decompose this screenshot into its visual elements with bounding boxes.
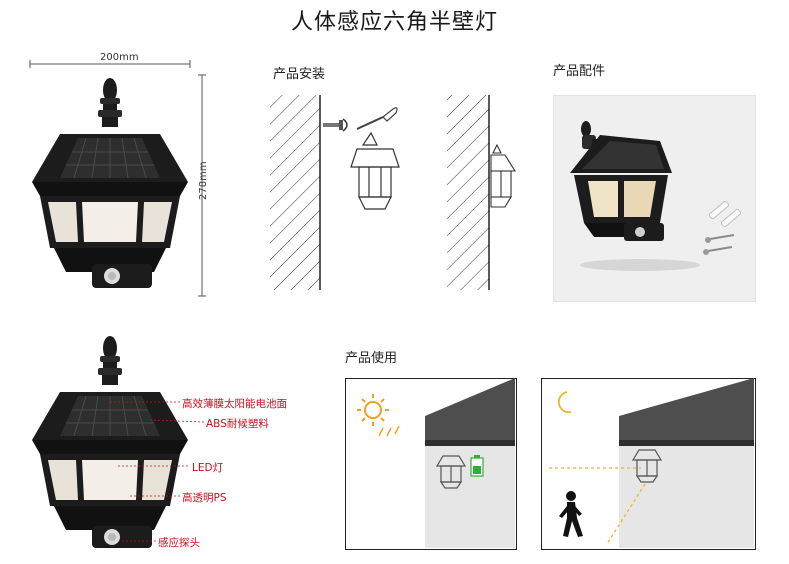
accessories-lamp-image <box>570 121 742 271</box>
callout-abs-plastic: ABS耐候塑料 <box>206 418 269 430</box>
width-dimension-label: 200mm <box>100 52 139 63</box>
wall-plug-icon <box>708 200 742 228</box>
install-section-title: 产品安装 <box>273 67 326 82</box>
screw-icon <box>323 118 348 132</box>
callout-led: LED灯 <box>192 462 224 474</box>
solar-lamp-labeled-image <box>32 336 188 548</box>
solar-lamp-front-image <box>32 78 188 288</box>
usage-section-title: 产品使用 <box>345 351 398 366</box>
battery-icon <box>470 455 484 477</box>
callout-ps-cover: 高透明PS <box>182 492 227 504</box>
accessories-section-title: 产品配件 <box>553 64 606 79</box>
callout-solar-panel: 高效薄膜太阳能电池面 <box>182 398 287 410</box>
usage-day-scene <box>357 378 515 548</box>
moon-icon <box>557 391 572 414</box>
usage-night-scene <box>549 378 754 548</box>
walking-person-icon <box>559 491 583 537</box>
page-title: 人体感应六角半壁灯 <box>290 10 498 35</box>
sun-icon <box>357 394 389 426</box>
installation-diagram <box>270 95 516 290</box>
callout-motion-sensor: 感应探头 <box>158 537 200 549</box>
screw-icon <box>703 234 735 255</box>
